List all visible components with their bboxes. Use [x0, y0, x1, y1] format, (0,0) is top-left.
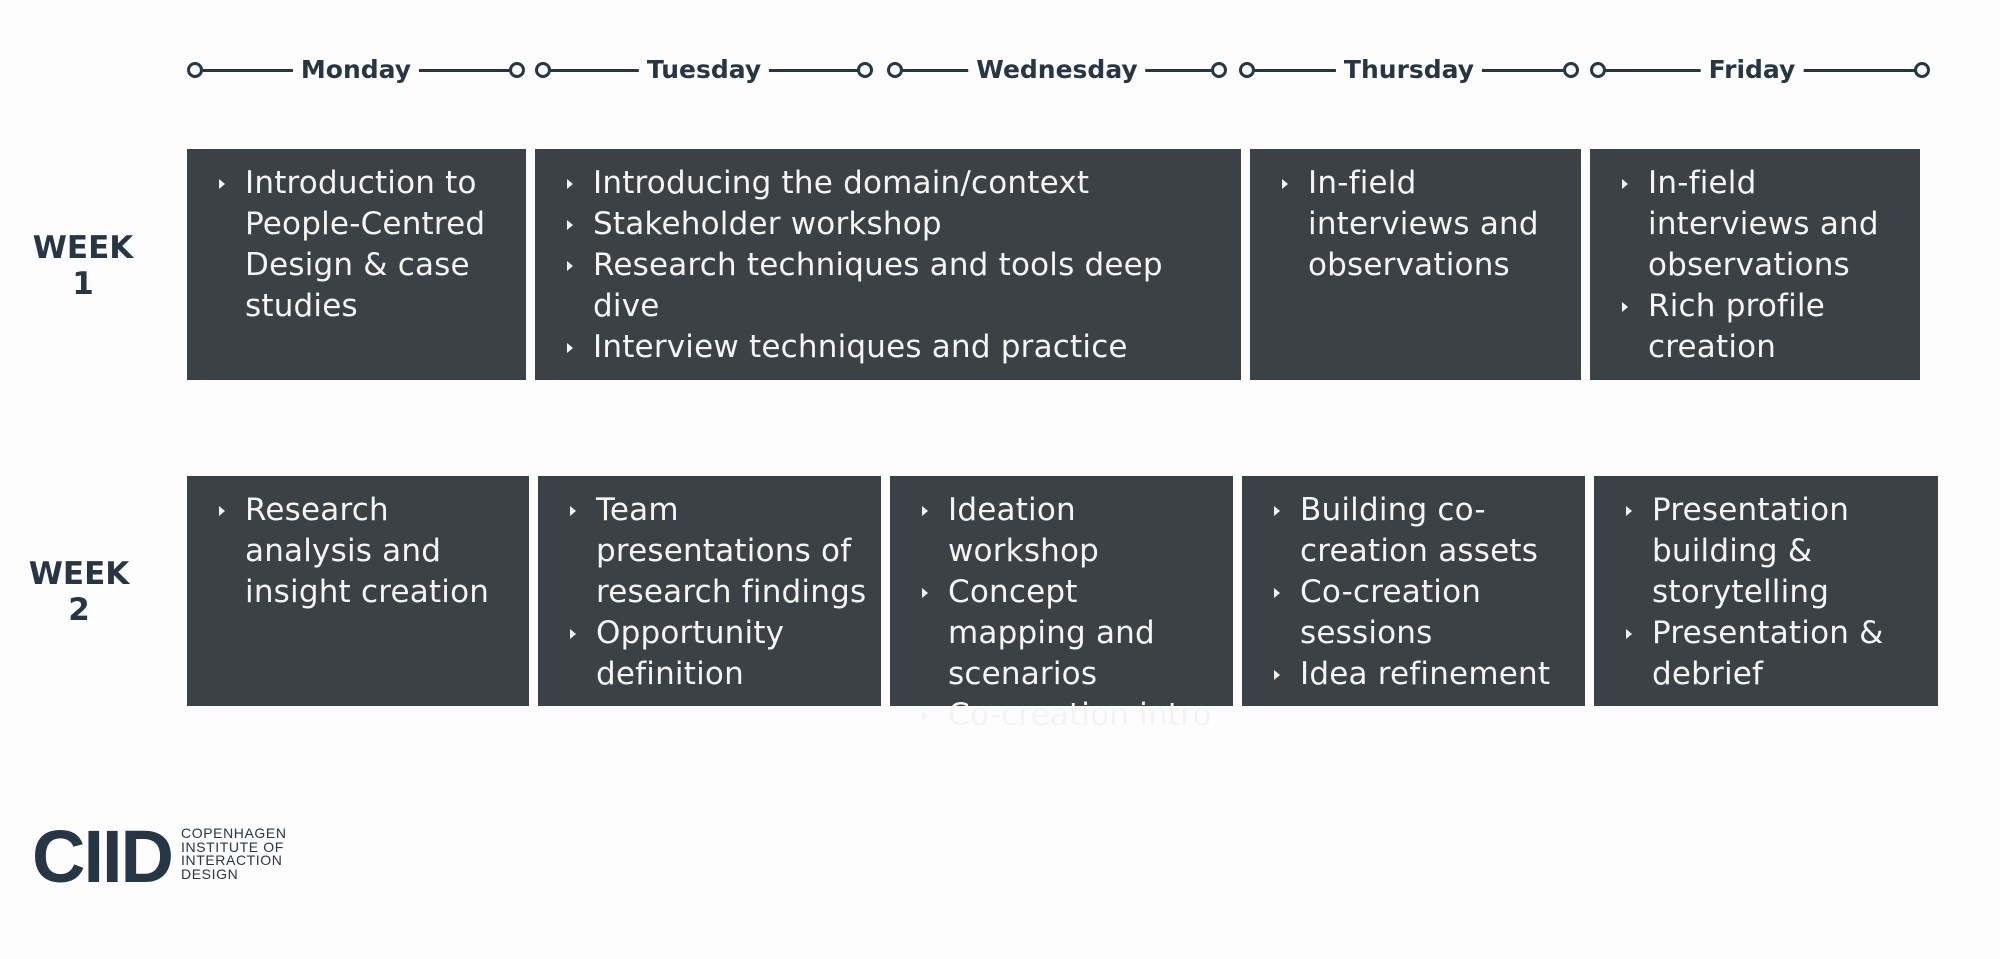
activity-item: Interview techniques and practice [565, 327, 1227, 368]
week-1-monday-box: Introduction to People-Centred Design & … [187, 149, 526, 380]
timeline-end-dot [1914, 62, 1930, 78]
activity-list: Introducing the domain/context Stakehold… [565, 163, 1227, 368]
activity-item: Idea refinement [1272, 654, 1571, 695]
activity-item: Building co-creation assets [1272, 490, 1571, 572]
activity-item: Introduction to People-Centred Design & … [217, 163, 512, 327]
timeline-start-dot [1590, 62, 1606, 78]
week-1-friday-box: In-field interviews and observations Ric… [1590, 149, 1920, 380]
activity-item: Introducing the domain/context [565, 163, 1227, 204]
activity-item: Rich profile creation [1620, 286, 1906, 368]
timeline-day-wednesday: Wednesday [887, 50, 1227, 90]
week-2-label: WEEK 2 [28, 556, 130, 628]
logo-line: INSTITUTE OF [181, 838, 284, 855]
week-2-wednesday-box: Ideation workshop Concept mapping and sc… [890, 476, 1233, 733]
logo-line: DESIGN [181, 865, 239, 882]
timeline-end-dot [857, 62, 873, 78]
logo-subtitle: COPENHAGEN INSTITUTE OF INTERACTION DESI… [181, 825, 321, 882]
week-2-friday-box: Presentation building & storytelling Pre… [1594, 476, 1938, 706]
activity-item: Opportunity definition [568, 613, 867, 695]
logo-mark: CIID [32, 815, 174, 898]
day-label: Wednesday [968, 50, 1146, 90]
week-1-label: WEEK 1 [32, 230, 134, 302]
activity-item: Presentation building & storytelling [1624, 490, 1924, 613]
timeline-start-dot [187, 62, 203, 78]
activity-list: Team presentations of research findings … [568, 490, 867, 695]
day-label: Monday [292, 50, 420, 90]
activity-item: In-field interviews and observations [1280, 163, 1567, 286]
timeline-start-dot [1239, 62, 1255, 78]
week-1-thursday-box: In-field interviews and observations [1250, 149, 1581, 380]
activity-item: Stakeholder workshop [565, 204, 1227, 245]
activity-item: Co-creation intro [920, 695, 1219, 736]
activity-list: Research analysis and insight creation [217, 490, 515, 613]
timeline-end-dot [1563, 62, 1579, 78]
week-1-tuesday-wednesday-box: Introducing the domain/context Stakehold… [535, 149, 1241, 380]
activity-item: Research analysis and insight creation [217, 490, 515, 613]
activity-item: Co-creation sessions [1272, 572, 1571, 654]
week-2-tuesday-box: Team presentations of research findings … [538, 476, 881, 706]
timeline-day-thursday: Thursday [1239, 50, 1579, 90]
activity-item: Research techniques and tools deep dive [565, 245, 1227, 327]
timeline-day-friday: Friday [1590, 50, 1930, 90]
timeline-day-tuesday: Tuesday [535, 50, 873, 90]
activity-item: Team presentations of research findings [568, 490, 867, 613]
activity-list: Ideation workshop Concept mapping and sc… [920, 490, 1219, 736]
activity-list: Introduction to People-Centred Design & … [217, 163, 512, 327]
activity-list: Building co-creation assets Co-creation … [1272, 490, 1571, 695]
activity-list: In-field interviews and observations Ric… [1620, 163, 1906, 368]
week-2-monday-box: Research analysis and insight creation [187, 476, 529, 706]
activity-item: Ideation workshop [920, 490, 1219, 572]
day-label: Tuesday [638, 50, 770, 90]
activity-item: In-field interviews and observations [1620, 163, 1906, 286]
timeline-start-dot [887, 62, 903, 78]
timeline-day-monday: Monday [187, 50, 525, 90]
day-label: Friday [1700, 50, 1804, 90]
timeline-end-dot [509, 62, 525, 78]
timeline-end-dot [1211, 62, 1227, 78]
activity-list: Presentation building & storytelling Pre… [1624, 490, 1924, 695]
week-2-thursday-box: Building co-creation assets Co-creation … [1242, 476, 1585, 706]
activity-list: In-field interviews and observations [1280, 163, 1567, 286]
activity-item: Presentation & debrief [1624, 613, 1924, 695]
activity-item: Concept mapping and scenarios [920, 572, 1219, 695]
day-label: Thursday [1335, 50, 1483, 90]
logo-line: COPENHAGEN [181, 825, 287, 841]
timeline-start-dot [535, 62, 551, 78]
logo-line: INTERACTION [181, 852, 283, 868]
